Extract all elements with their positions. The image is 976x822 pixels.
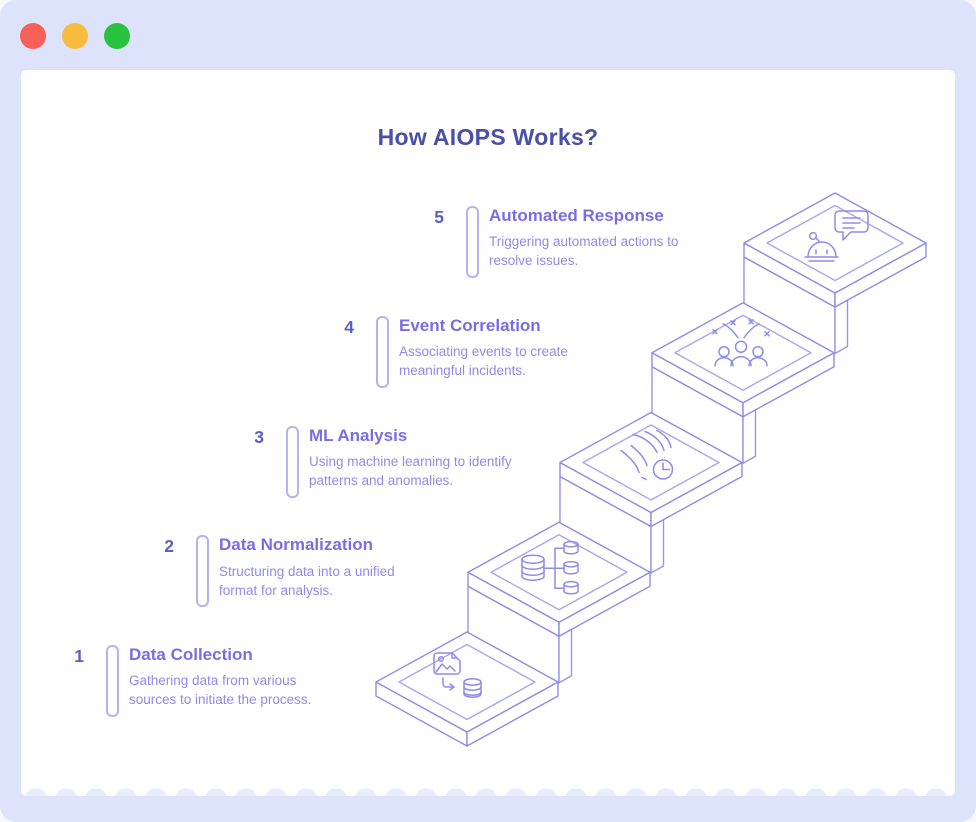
step-title: ML Analysis	[309, 425, 408, 445]
content-card: How AIOPS Works? 1 Data Collection Gathe…	[21, 70, 955, 796]
step-title: Event Correlation	[399, 315, 541, 335]
step-text-block: Automated Response Triggering automated …	[489, 206, 729, 271]
window-titlebar	[0, 0, 976, 70]
staircase-step-1	[375, 631, 559, 747]
step-description: Structuring data into a unified format f…	[219, 563, 395, 598]
step-row-2: 2 Data Normalization Structuring data in…	[164, 535, 526, 615]
staircase-step-4	[651, 302, 835, 464]
window-controls	[20, 23, 130, 49]
step-description: Gathering data from various sources to i…	[129, 673, 312, 708]
step-accent-bar	[466, 206, 479, 278]
image-database-arrow-icon	[433, 652, 482, 698]
step-accent-bar	[106, 645, 119, 717]
step-number: 1	[74, 646, 84, 666]
wind-clock-icon	[620, 429, 674, 481]
step-row-1: 1 Data Collection Gathering data from va…	[74, 645, 436, 725]
step-text-block: Data Normalization Structuring data into…	[219, 535, 459, 600]
step-description: Using machine learning to identify patte…	[309, 453, 512, 488]
step-text-block: Event Correlation Associating events to …	[399, 316, 639, 381]
step-number: 5	[434, 207, 444, 227]
step-row-3: 3 ML Analysis Using machine learning to …	[254, 425, 616, 506]
staircase-illustration	[375, 192, 927, 747]
database-split-icon	[521, 540, 579, 595]
robot-chat-icon	[804, 210, 869, 262]
step-title: Data Collection	[129, 645, 253, 664]
minimize-button[interactable]	[62, 23, 88, 49]
step-description: Triggering automated actions to resolve …	[489, 234, 679, 269]
step-text-block: ML Analysis Using machine learning to id…	[309, 426, 549, 491]
staircase-step-5	[743, 192, 927, 355]
step-title: Automated Response	[489, 206, 664, 225]
step-description: Associating events to create meaningful …	[399, 344, 568, 379]
step-number: 3	[254, 426, 264, 447]
step-number: 4	[344, 316, 354, 337]
staircase-step-3	[559, 411, 743, 574]
close-button[interactable]	[20, 23, 46, 49]
people-sparkle-icon	[712, 319, 770, 367]
step-row-5: 5 Automated Response Triggering automate…	[434, 206, 796, 286]
step-number: 2	[164, 536, 174, 557]
staircase-step-2	[467, 521, 651, 684]
step-accent-bar	[196, 535, 209, 608]
page-title: How AIOPS Works?	[377, 124, 599, 150]
step-title: Data Normalization	[219, 535, 373, 555]
maximize-button[interactable]	[104, 23, 130, 49]
step-accent-bar	[376, 315, 389, 388]
step-text-block: Data Collection Gathering data from vari…	[129, 645, 369, 710]
decorative-scallop-border	[21, 784, 955, 796]
step-accent-bar	[286, 425, 299, 498]
step-row-4: 4 Event Correlation Associating events t…	[344, 315, 706, 396]
